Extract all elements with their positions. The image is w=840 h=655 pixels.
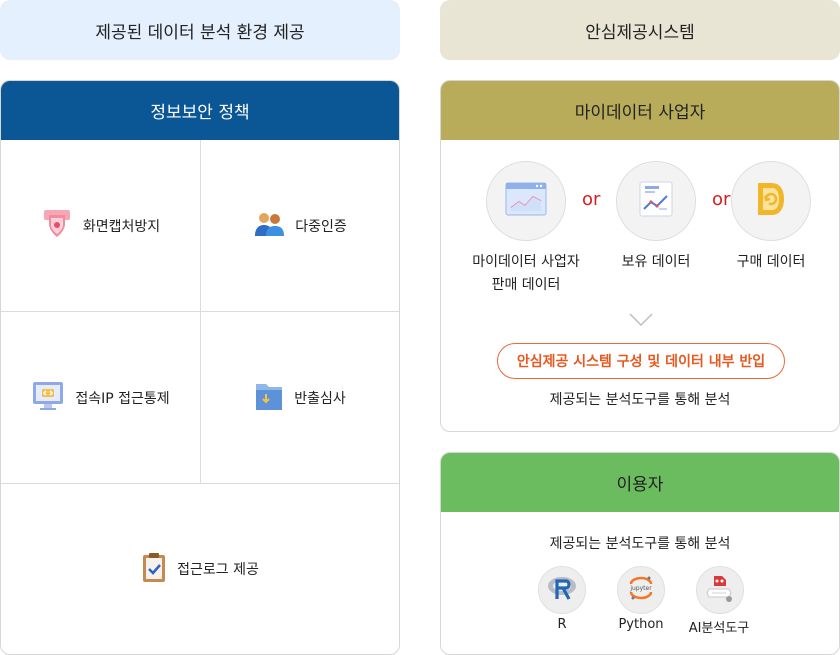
sale-data-label: 마이데이터 사업자 판매 데이터 <box>472 254 580 293</box>
report-chart-icon <box>639 181 673 221</box>
owned-data-option <box>616 161 696 241</box>
environment-header: 제공된 데이터 분석 환경 제공 <box>0 0 400 60</box>
chevron-down-icon <box>628 312 654 332</box>
browser-chart-icon <box>505 182 547 220</box>
or-text-2: or <box>712 189 731 210</box>
policy-item-ip-access: 접속IP 접근통제 <box>1 312 200 483</box>
tool-ai-label: AI분석도구 <box>688 621 750 636</box>
tool-ai <box>696 566 744 614</box>
sale-data-option <box>486 161 566 241</box>
users-icon <box>253 212 285 240</box>
mydata-seller-panel: 마이데이터 사업자 or or 마이데이터 사업자 판매 데이터 보유 데이터 … <box>440 80 840 432</box>
policy-item-access-log: 접근로그 제공 <box>1 484 399 654</box>
or-text-1: or <box>582 189 601 210</box>
tool-r <box>538 566 586 614</box>
policy-title: 정보보안 정책 <box>1 81 399 140</box>
monitor-icon <box>31 380 65 416</box>
safe-system-header: 안심제공시스템 <box>440 0 840 60</box>
svg-text:jupyter: jupyter <box>629 585 652 592</box>
owned-data-label: 보유 데이터 <box>621 254 691 270</box>
user-note: 제공되는 분석도구를 통해 분석 <box>549 536 731 552</box>
import-tag: 안심제공 시스템 구성 및 데이터 내부 반입 <box>497 343 785 379</box>
seller-title: 마이데이터 사업자 <box>441 81 839 140</box>
policy-item-screen-capture: 화면캡처방지 <box>1 140 200 311</box>
tool-r-label: R <box>557 617 567 632</box>
tool-python: jupyter <box>617 566 665 614</box>
shield-icon <box>41 208 73 244</box>
security-policy-panel: 정보보안 정책 화면캡처방지 다중인증 접속IP 접근통제 <box>0 80 400 655</box>
ai-tool-icon <box>705 573 735 607</box>
purchased-data-label: 구매 데이터 <box>736 254 806 270</box>
user-title: 이용자 <box>441 453 839 512</box>
policy-item-export-review: 반출심사 <box>201 312 399 483</box>
r-logo-icon <box>547 575 577 605</box>
folder-icon <box>254 380 284 416</box>
purchased-data-option <box>731 161 811 241</box>
tool-python-label: Python <box>618 617 664 632</box>
data-refresh-icon <box>756 181 786 221</box>
seller-note: 제공되는 분석도구를 통해 분석 <box>549 392 731 408</box>
user-panel: 이용자 제공되는 분석도구를 통해 분석 jupyter R Python AI… <box>440 452 840 655</box>
jupyter-logo-icon: jupyter <box>627 574 655 606</box>
policy-grid: 화면캡처방지 다중인증 접속IP 접근통제 반출심사 접근로그 제공 <box>1 140 399 654</box>
clipboard-check-icon <box>141 551 167 587</box>
policy-item-multi-auth: 다중인증 <box>201 140 399 311</box>
